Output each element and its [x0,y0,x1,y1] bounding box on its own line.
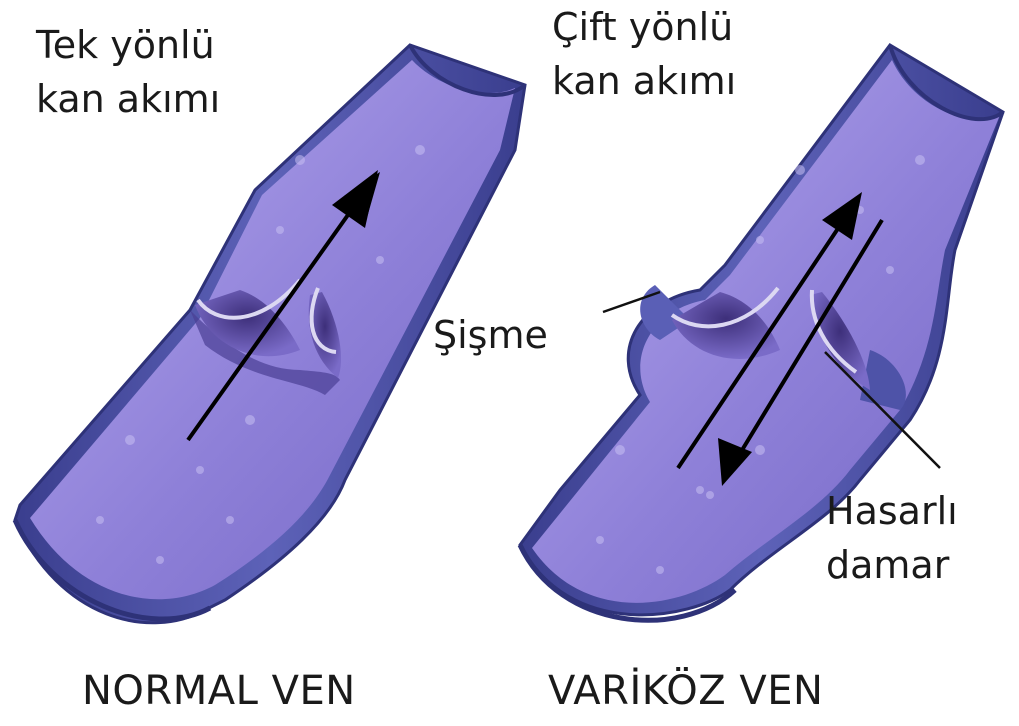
normal-flow-label-line2: kan akımı [36,72,220,126]
varicose-vein-caption: VARİKÖZ VEN [548,668,823,714]
damaged-vein-label-line2: damar [826,538,958,592]
normal-vein-caption: NORMAL VEN [82,668,356,714]
normal-flow-label: Tek yönlü kan akımı [36,18,220,126]
varicose-flow-label-line2: kan akımı [552,54,736,108]
damaged-vein-label-line1: Hasarlı [826,484,958,538]
normal-flow-label-line1: Tek yönlü [36,18,220,72]
varicose-flow-label-line1: Çift yönlü [552,0,736,54]
damaged-vein-label: Hasarlı damar [826,484,958,592]
varicose-flow-label: Çift yönlü kan akımı [552,0,736,108]
swelling-label: Şişme [433,308,548,362]
